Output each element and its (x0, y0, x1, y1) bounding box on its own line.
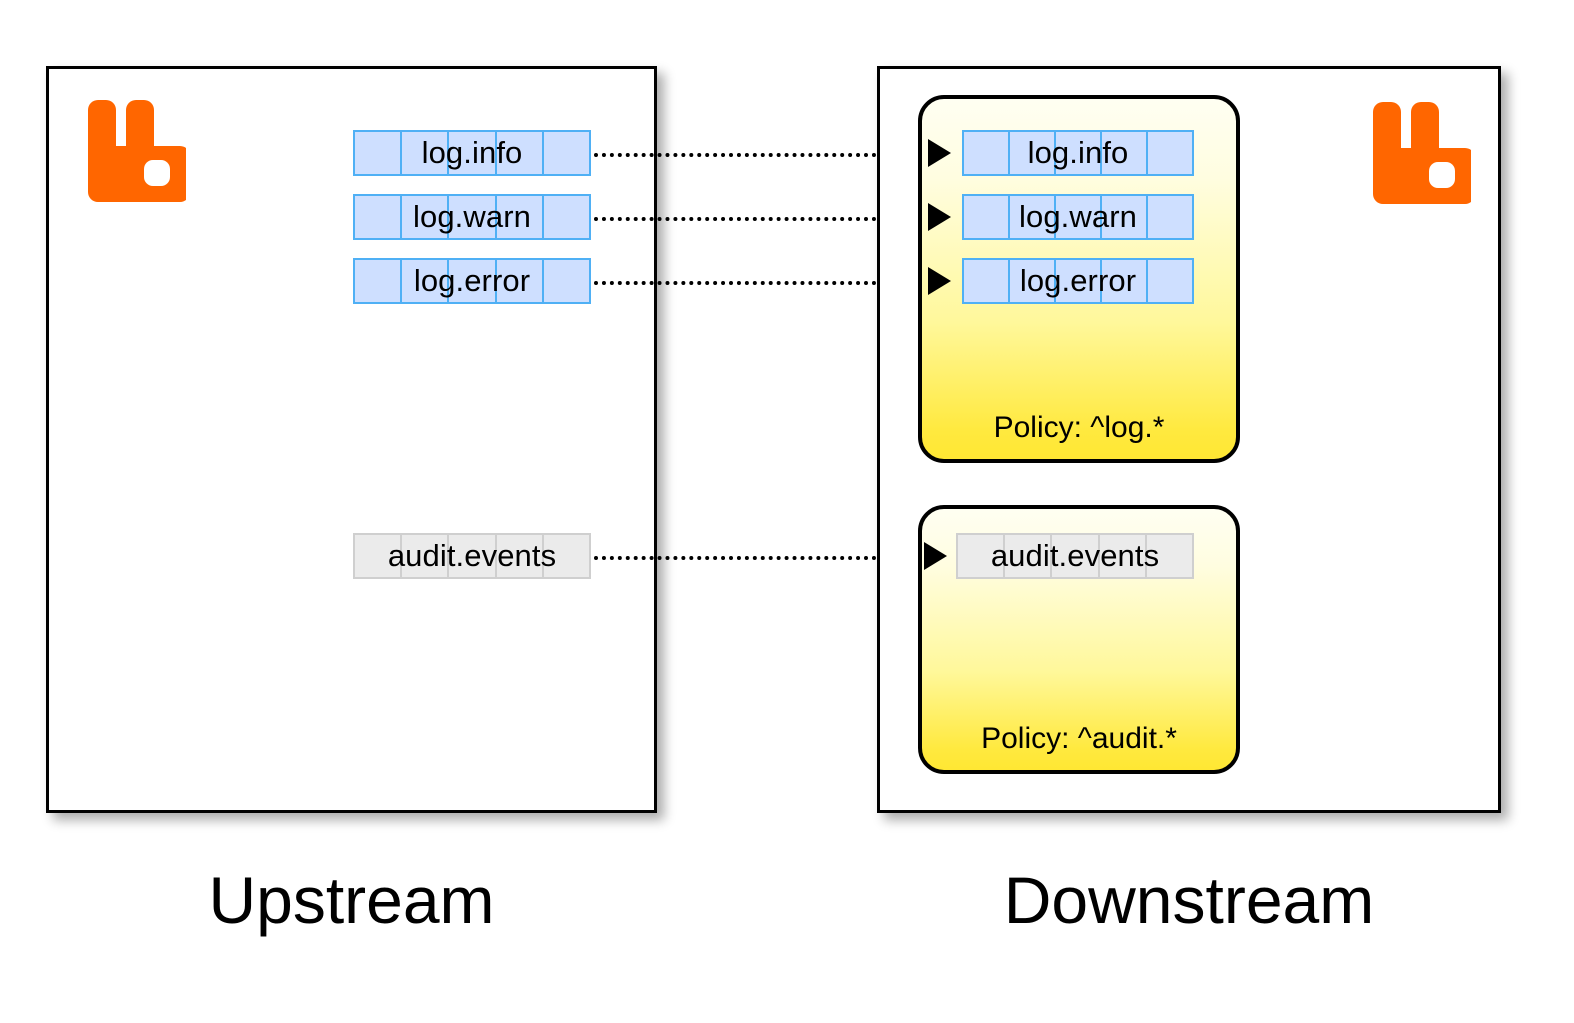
rabbitmq-logo-icon (88, 100, 186, 202)
queue-log-error-downstream[interactable]: log.error (962, 258, 1194, 304)
queue-segment (1008, 132, 1054, 174)
queue-segment (494, 260, 542, 302)
queue-segment (1146, 132, 1192, 174)
rabbitmq-logo-icon (1373, 102, 1471, 204)
queue-segment (1100, 132, 1146, 174)
queue-log-warn-upstream[interactable]: log.warn (353, 194, 591, 240)
queue-segment (355, 535, 400, 577)
caption-upstream: Upstream (208, 863, 495, 937)
arrowhead-audit-events-icon (924, 542, 947, 570)
queue-segment (1146, 260, 1192, 302)
queue-segment (1050, 535, 1097, 577)
queue-segment (355, 196, 400, 238)
queue-log-error-upstream[interactable]: log.error (353, 258, 591, 304)
queue-segment (355, 132, 400, 174)
queue-segment (1054, 196, 1100, 238)
queue-segment (400, 132, 447, 174)
queue-segment (355, 260, 400, 302)
queue-segment (1054, 260, 1100, 302)
queue-segment (964, 260, 1008, 302)
queue-segment (1054, 132, 1100, 174)
link-audit-events (594, 556, 924, 560)
queue-segment (541, 196, 589, 238)
queue-segment (541, 535, 589, 577)
queue-segment (447, 535, 494, 577)
policy-label-audit: Policy: ^audit.* (981, 722, 1177, 755)
queue-segment (1097, 535, 1145, 577)
queue-log-warn-downstream[interactable]: log.warn (962, 194, 1194, 240)
queue-segment (494, 196, 542, 238)
link-log-warn (594, 217, 924, 221)
queue-segment (1008, 196, 1054, 238)
link-log-info (594, 153, 924, 157)
queue-segment (1100, 196, 1146, 238)
queue-log-info-upstream[interactable]: log.info (353, 130, 591, 176)
policy-label-log: Policy: ^log.* (993, 411, 1165, 444)
queue-segment (964, 196, 1008, 238)
queue-audit-events-downstream[interactable]: audit.events (956, 533, 1194, 579)
queue-segment (1008, 260, 1054, 302)
queue-segment (447, 260, 494, 302)
queue-segment (447, 196, 494, 238)
queue-segment (400, 196, 447, 238)
queue-log-info-downstream[interactable]: log.info (962, 130, 1194, 176)
queue-audit-events-upstream[interactable]: audit.events (353, 533, 591, 579)
queue-segment (958, 535, 1003, 577)
link-log-error (594, 281, 924, 285)
caption-downstream: Downstream (1003, 863, 1375, 937)
queue-segment (541, 260, 589, 302)
queue-segment (400, 535, 447, 577)
queue-segment (494, 535, 542, 577)
queue-segment (447, 132, 494, 174)
arrowhead-log-error-icon (928, 267, 951, 295)
queue-segment (1100, 260, 1146, 302)
queue-segment (400, 260, 447, 302)
queue-segment (494, 132, 542, 174)
queue-segment (1003, 535, 1050, 577)
queue-segment (1144, 535, 1192, 577)
arrowhead-log-info-icon (928, 139, 951, 167)
arrowhead-log-warn-icon (928, 203, 951, 231)
queue-segment (1146, 196, 1192, 238)
queue-segment (964, 132, 1008, 174)
queue-segment (541, 132, 589, 174)
